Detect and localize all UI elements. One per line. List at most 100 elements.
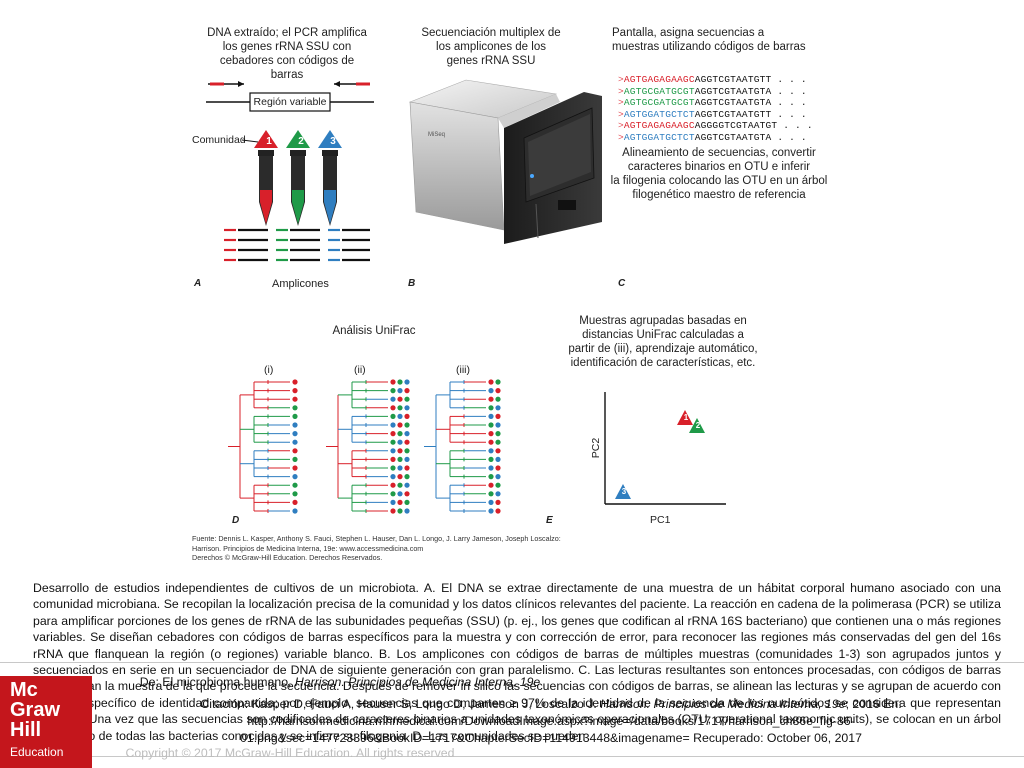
tree-leaf-dot <box>488 439 494 445</box>
tree-leaf-dot <box>495 405 501 411</box>
tree-leaf-dot <box>495 491 501 497</box>
tree-leaf-dot <box>397 499 403 505</box>
tree-leaf-dot <box>397 379 403 385</box>
tree-leaf-dot <box>390 379 396 385</box>
tree-leaf-dot <box>404 379 410 385</box>
sequencer-device <box>408 79 602 244</box>
mcgraw-hill-logo: Mc Graw Hill Education <box>0 676 92 768</box>
tree-leaf-dot <box>404 422 410 428</box>
pca-point-3 <box>615 484 631 499</box>
panel-b-title: Secuenciación multiplex de los amplicone… <box>421 27 561 67</box>
tree-leaf-dot <box>292 396 298 402</box>
tree-leaf-dot <box>488 474 494 480</box>
tree-leaf-dot <box>390 456 396 462</box>
tree-leaf-dot <box>404 439 410 445</box>
tree-leaf-dot <box>390 422 396 428</box>
tree-leaf-dot <box>397 456 403 462</box>
tree-leaf-dot <box>404 456 410 462</box>
sequence-row: >AGTGAGAGAAGCAGGTCGTAATGTT . . . <box>618 74 807 85</box>
sequence-row: >AGTGCGATGCGTAGGTCGTAATGTA . . . <box>618 85 807 97</box>
tree-leaf-dot <box>397 465 403 471</box>
pca-ylabel: PC2 <box>590 437 603 459</box>
tree-leaf-dot <box>488 508 494 514</box>
tree-leaf-dot <box>488 413 494 419</box>
tree-leaf-dot <box>495 379 501 385</box>
tree-leaf-dot <box>390 405 396 411</box>
tree-leaf-dot <box>390 396 396 402</box>
figure: DNA extraído; el PCR amplifica los genes… <box>188 18 830 566</box>
tree-leaf-dot <box>292 405 298 411</box>
tree-leaf-dot <box>397 491 403 497</box>
tree-leaf-dot <box>390 491 396 497</box>
tree-leaf-dot <box>495 431 501 437</box>
tree-leaf-dot <box>495 474 501 480</box>
panel-e-letter: E <box>546 515 553 526</box>
tree-leaf-dot <box>397 388 403 394</box>
community-tubes <box>242 130 342 226</box>
citation-url[interactable]: http://harrisonmedicina.mhmedical.com/Do… <box>247 714 855 728</box>
panel-a-title: DNA extraído; el PCR amplifica los genes… <box>207 27 367 81</box>
tree-label-iii: (iii) <box>456 364 470 376</box>
tree-leaf-dot <box>495 448 501 454</box>
pca-label-1: 1 <box>683 413 689 422</box>
divider-top <box>0 662 1024 663</box>
tree-leaf-dot <box>390 508 396 514</box>
tube-number-3: 3 <box>330 136 336 147</box>
panel-d-title: Análisis UniFrac <box>332 325 416 337</box>
panel-d-letter: D <box>232 515 240 526</box>
panel-a-letter: A <box>194 278 202 289</box>
tree-leaf-dot <box>404 388 410 394</box>
tree-leaf-dot <box>488 431 494 437</box>
sequence-row: >AGTGAGAGAAGCAGGGGTCGTAATGT . . . <box>618 120 813 131</box>
tree-leaf-dot <box>292 508 298 514</box>
tree-label-i: (i) <box>264 364 274 376</box>
pca-point-2 <box>689 418 705 433</box>
tree-leaf-dot <box>488 388 494 394</box>
tree-leaf-dot <box>390 439 396 445</box>
pca-point-1 <box>677 410 693 425</box>
tree-leaf-dot <box>488 379 494 385</box>
tube-number-1: 1 <box>266 136 272 147</box>
citation-url-continued[interactable]: 01.png&sec=147723396&BookID=1717&Chapter… <box>240 731 862 745</box>
tree-leaf-dot <box>397 413 403 419</box>
tree-leaf-dot <box>495 508 501 514</box>
amplicons-label: Amplicones <box>272 278 329 290</box>
tree-leaf-dot <box>495 465 501 471</box>
tree-leaf-dot <box>390 465 396 471</box>
tree-leaf-dot <box>488 491 494 497</box>
tube-number-2: 2 <box>298 136 304 147</box>
tree-leaf-dot <box>397 431 403 437</box>
tree-leaf-dot <box>390 431 396 437</box>
tree-leaf-dot <box>292 448 298 454</box>
tree-leaf-dot <box>488 448 494 454</box>
pca-label-2: 2 <box>695 421 701 430</box>
tree-leaf-dot <box>390 474 396 480</box>
tree-leaf-dot <box>488 465 494 471</box>
tree-leaf-dot <box>397 396 403 402</box>
figure-description: Desarrollo de estudios independientes de… <box>33 581 1001 743</box>
tree-leaf-dot <box>488 405 494 411</box>
primer-region-diagram <box>206 81 374 112</box>
sequence-row: >AGTGCGATGCGTAGGTCGTAATGTA . . . <box>618 97 807 108</box>
tree-leaf-dot <box>397 448 403 454</box>
figure-source: Fuente: Dennis L. Kasper, Anthony S. Fau… <box>192 534 561 562</box>
tree-leaf-dot <box>397 405 403 411</box>
tree-leaf-dot <box>495 388 501 394</box>
tree-label-ii: (ii) <box>354 364 366 376</box>
tree-leaf-dot <box>292 465 298 471</box>
tree-leaf-dot <box>404 448 410 454</box>
sequence-row: >AGTGGATGCTCTAGGTCGTAATGTA . . . <box>618 131 807 143</box>
tree-leaf-dot <box>404 405 410 411</box>
tree-leaf-dot <box>404 396 410 402</box>
panel-c-title: Pantalla, asigna secuencias a muestras u… <box>612 27 806 53</box>
tree-leaf-dot <box>292 491 298 497</box>
tree-leaf-dot <box>397 439 403 445</box>
barcode-sequences: >AGTGAGAGAAGCAGGTCGTAATGTT . . . >AGTGCG… <box>618 74 813 143</box>
tree-leaf-dot <box>495 439 501 445</box>
tree-leaf-dot <box>292 379 298 385</box>
tree-leaf-dot <box>404 499 410 505</box>
copyright: Copyright © 2017 McGraw-Hill Education. … <box>125 746 455 760</box>
panel-c-note: Alineamiento de secuencias, convertir ca… <box>610 147 828 201</box>
tree-leaf-dot <box>495 396 501 402</box>
amplicon-bands <box>224 228 370 262</box>
